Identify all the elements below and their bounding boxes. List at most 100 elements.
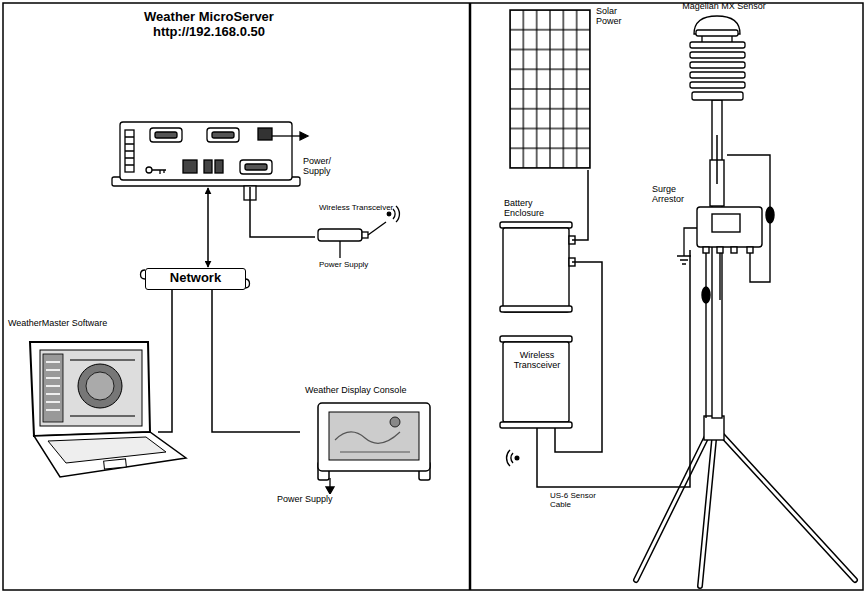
microserver-device <box>215 160 223 173</box>
node-text: Wireless Transceiver <box>502 350 572 371</box>
node-text: Solar Power <box>596 6 638 27</box>
magellan-sensor <box>702 36 732 42</box>
cable-label: US-6 Sensor Cable <box>549 491 611 509</box>
microserver-device <box>125 137 134 165</box>
wireless-transceiver-box <box>500 336 572 466</box>
surge-arrestor-box <box>747 247 753 253</box>
wireless-transceiver: Wireless Transceiver <box>315 203 405 248</box>
tripod <box>636 416 855 586</box>
laptop <box>70 360 135 416</box>
surge-arrestor-box <box>697 207 762 247</box>
battery-enclosure <box>500 222 572 228</box>
weather-sensor: Magellan MX Sensor <box>668 1 780 135</box>
battery-enclosure <box>500 222 575 312</box>
magellan-sensor <box>690 82 745 88</box>
node-text: Weather MicroServer <box>118 10 300 25</box>
laptop <box>30 342 150 436</box>
power-arrow <box>300 132 308 140</box>
microserver-device <box>120 122 292 180</box>
wireless-transceiver-box <box>515 456 519 460</box>
magellan-sensor <box>690 72 745 78</box>
frame <box>3 3 863 590</box>
wireless-transceiver-small <box>387 212 391 216</box>
microserver-device <box>112 122 300 200</box>
battery-enclosure: Battery Enclosure <box>500 198 572 314</box>
console-power-arrow <box>326 487 334 494</box>
console-power-arrow <box>326 478 334 494</box>
ground-symbol <box>677 228 697 264</box>
magellan-sensor <box>690 42 745 48</box>
connector <box>207 188 209 267</box>
node-text: WeatherMaster Software <box>8 318 158 328</box>
wireless-transceiver-box <box>500 422 572 428</box>
solar-panel: Solar Power <box>506 6 638 170</box>
power-arrow <box>272 132 308 140</box>
laptop <box>86 372 114 400</box>
node-text: Magellan MX Sensor <box>668 1 780 11</box>
laptop <box>34 432 186 477</box>
display-console <box>329 412 419 460</box>
power-arrow <box>272 135 300 136</box>
solar-panel <box>510 10 590 168</box>
ground-symbol <box>677 228 697 264</box>
node-text: http://192.168.0.50 <box>118 25 300 40</box>
connector <box>158 290 172 432</box>
annotation-label: Power Supply <box>276 494 334 504</box>
surge-arrestor-box <box>717 247 723 253</box>
console-power-arrow <box>329 478 330 487</box>
frame <box>3 3 863 590</box>
tripod <box>636 434 855 586</box>
connector <box>716 135 718 184</box>
wireless-transceiver-box <box>500 336 572 342</box>
tripod <box>704 416 724 440</box>
microserver-device <box>212 132 234 138</box>
microserver-device <box>150 128 182 142</box>
wireless-transceiver-small <box>368 222 386 235</box>
node-text: Wireless Transceiver <box>319 203 405 212</box>
surge-arrestor-box <box>766 207 774 223</box>
display-console: Weather Display Console <box>300 385 437 483</box>
microserver-device <box>146 167 152 173</box>
magellan-sensor <box>692 92 743 100</box>
surge-arrestor-box <box>703 247 709 253</box>
wireless-transceiver-box <box>507 450 513 466</box>
wireless-transceiver-small <box>393 206 399 222</box>
node-text: Surge Arrestor <box>652 184 698 205</box>
microserver-device <box>125 130 134 172</box>
microserver-device <box>155 132 177 138</box>
solar-panel <box>510 10 590 168</box>
laptop <box>104 459 127 469</box>
node-text: Weather Display Console <box>305 385 437 395</box>
surge-arrestor: Surge Arrestor <box>650 184 765 250</box>
magellan-sensor <box>690 16 745 100</box>
display-console <box>390 417 400 427</box>
microserver-device <box>207 128 239 142</box>
wireless-transceiver-small <box>362 232 368 238</box>
display-console <box>318 403 430 471</box>
microserver-device <box>258 128 272 140</box>
annotation-label: Power Supply <box>318 260 369 269</box>
battery-enclosure <box>500 306 572 312</box>
node-text: Battery Enclosure <box>504 198 556 219</box>
microserver-device <box>183 160 197 173</box>
laptop <box>78 364 122 408</box>
annotation-label: Power/ Supply <box>302 156 344 177</box>
connector <box>212 290 300 432</box>
microserver-device <box>240 160 272 174</box>
battery-enclosure <box>503 228 569 312</box>
sensor-mast <box>710 100 724 418</box>
tripod <box>636 434 855 586</box>
laptop <box>43 354 63 422</box>
microserver-device <box>245 164 267 170</box>
magellan-sensor <box>696 30 738 36</box>
laptop: WeatherMaster Software <box>6 318 158 478</box>
microserver-device <box>204 160 212 173</box>
connector <box>572 170 588 240</box>
frame <box>469 3 472 590</box>
wireless-transceiver-small <box>318 206 399 258</box>
magellan-sensor <box>690 62 745 68</box>
laptop <box>46 362 60 410</box>
